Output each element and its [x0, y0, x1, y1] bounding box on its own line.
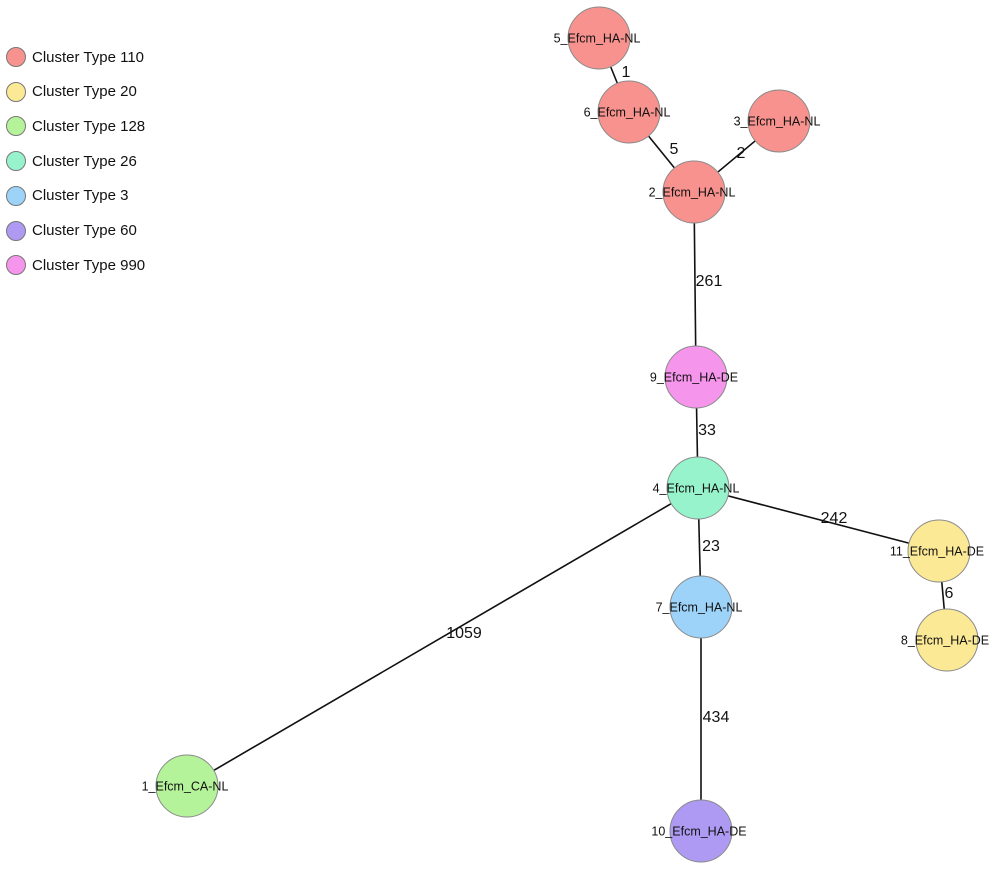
legend-label: Cluster Type 990	[32, 256, 146, 274]
node-label: 7_Efcm_HA-NL	[656, 600, 743, 614]
legend-label: Cluster Type 26	[32, 152, 137, 170]
legend-item: Cluster Type 3	[6, 183, 128, 209]
legend-label: Cluster Type 20	[32, 83, 137, 101]
edge-weight-label: 33	[698, 422, 716, 439]
legend-item: Cluster Type 128	[6, 113, 145, 139]
edge-weight-label: 242	[821, 510, 848, 527]
node-6[interactable]: 6_Efcm_HA-NL	[584, 80, 671, 144]
node-circle[interactable]	[666, 456, 730, 520]
node-4[interactable]: 4_Efcm_HA-NL	[653, 456, 740, 520]
edge-weight-label: 2	[737, 145, 746, 162]
node-3[interactable]: 3_Efcm_HA-NL	[734, 89, 821, 153]
node-circle[interactable]	[662, 160, 726, 224]
node-8[interactable]: 8_Efcm_HA-DE	[901, 608, 989, 672]
node-circle[interactable]	[669, 575, 733, 639]
node-10[interactable]: 10_Efcm_HA-DE	[651, 799, 747, 863]
legend-swatch	[6, 255, 26, 276]
node-circle[interactable]	[907, 519, 971, 583]
node-layer: 5_Efcm_HA-NL 6_Efcm_HA-NL 3_Efcm_HA-NL 2_Ef…	[142, 6, 989, 863]
legend-label: Cluster Type 3	[32, 187, 129, 205]
node-label: 8_Efcm_HA-DE	[901, 633, 989, 647]
legend-item: Cluster Type 20	[6, 79, 137, 105]
node-5[interactable]: 5_Efcm_HA-NL	[554, 6, 641, 70]
node-circle[interactable]	[747, 89, 811, 153]
node-1[interactable]: 1_Efcm_CA-NL	[142, 754, 229, 818]
node-label: 11_Efcm_HA-DE	[890, 544, 984, 558]
node-7[interactable]: 7_Efcm_HA-NL	[656, 575, 743, 639]
node-label: 4_Efcm_HA-NL	[653, 481, 740, 495]
edge-weight-label: 23	[702, 538, 720, 555]
edge-weight-label: 5	[670, 141, 679, 158]
node-label: 5_Efcm_HA-NL	[554, 31, 641, 45]
legend-swatch	[6, 151, 26, 172]
node-circle[interactable]	[669, 799, 733, 863]
legend-item: Cluster Type 26	[6, 148, 137, 174]
node-label: 2_Efcm_HA-NL	[649, 185, 736, 199]
edge-weight-label: 261	[696, 273, 723, 290]
edge-4-1	[186, 487, 699, 787]
legend-label: Cluster Type 60	[32, 222, 137, 239]
node-label: 1_Efcm_CA-NL	[142, 779, 229, 793]
node-9[interactable]: 9_Efcm_HA-DE	[650, 345, 738, 409]
edge-weight-label: 6	[945, 585, 954, 602]
node-label: 6_Efcm_HA-NL	[584, 105, 671, 119]
legend-item: Cluster Type 990	[6, 252, 145, 278]
node-circle[interactable]	[915, 608, 979, 672]
edge-weight-label: 1059	[446, 625, 482, 642]
legend-swatch	[6, 220, 26, 241]
node-label: 9_Efcm_HA-DE	[650, 370, 738, 384]
node-label: 3_Efcm_HA-NL	[734, 114, 821, 128]
edge-weight-label: 434	[703, 709, 730, 726]
legend-swatch	[6, 116, 26, 137]
legend-item: Cluster Type 110	[6, 44, 144, 70]
edge-4-11	[697, 487, 940, 552]
node-label: 10_Efcm_HA-DE	[651, 824, 746, 838]
node-circle[interactable]	[567, 6, 631, 70]
legend-item: Cluster Type 60	[6, 218, 137, 244]
edge-weight-label: 1	[622, 64, 631, 81]
node-circle[interactable]	[155, 754, 219, 818]
legend-label: Cluster Type 128	[32, 117, 146, 135]
legend-swatch	[6, 81, 26, 102]
node-11[interactable]: 11_Efcm_HA-DE	[890, 519, 984, 583]
legend-label: Cluster Type 110	[32, 48, 145, 66]
node-2[interactable]: 2_Efcm_HA-NL	[649, 160, 736, 224]
edge-layer: 1 5 2 261 33 242 6 23 1059 434	[186, 37, 954, 831]
legend-swatch	[6, 47, 26, 67]
node-circle[interactable]	[664, 345, 728, 409]
legend-swatch	[6, 185, 26, 206]
node-circle[interactable]	[597, 80, 661, 144]
